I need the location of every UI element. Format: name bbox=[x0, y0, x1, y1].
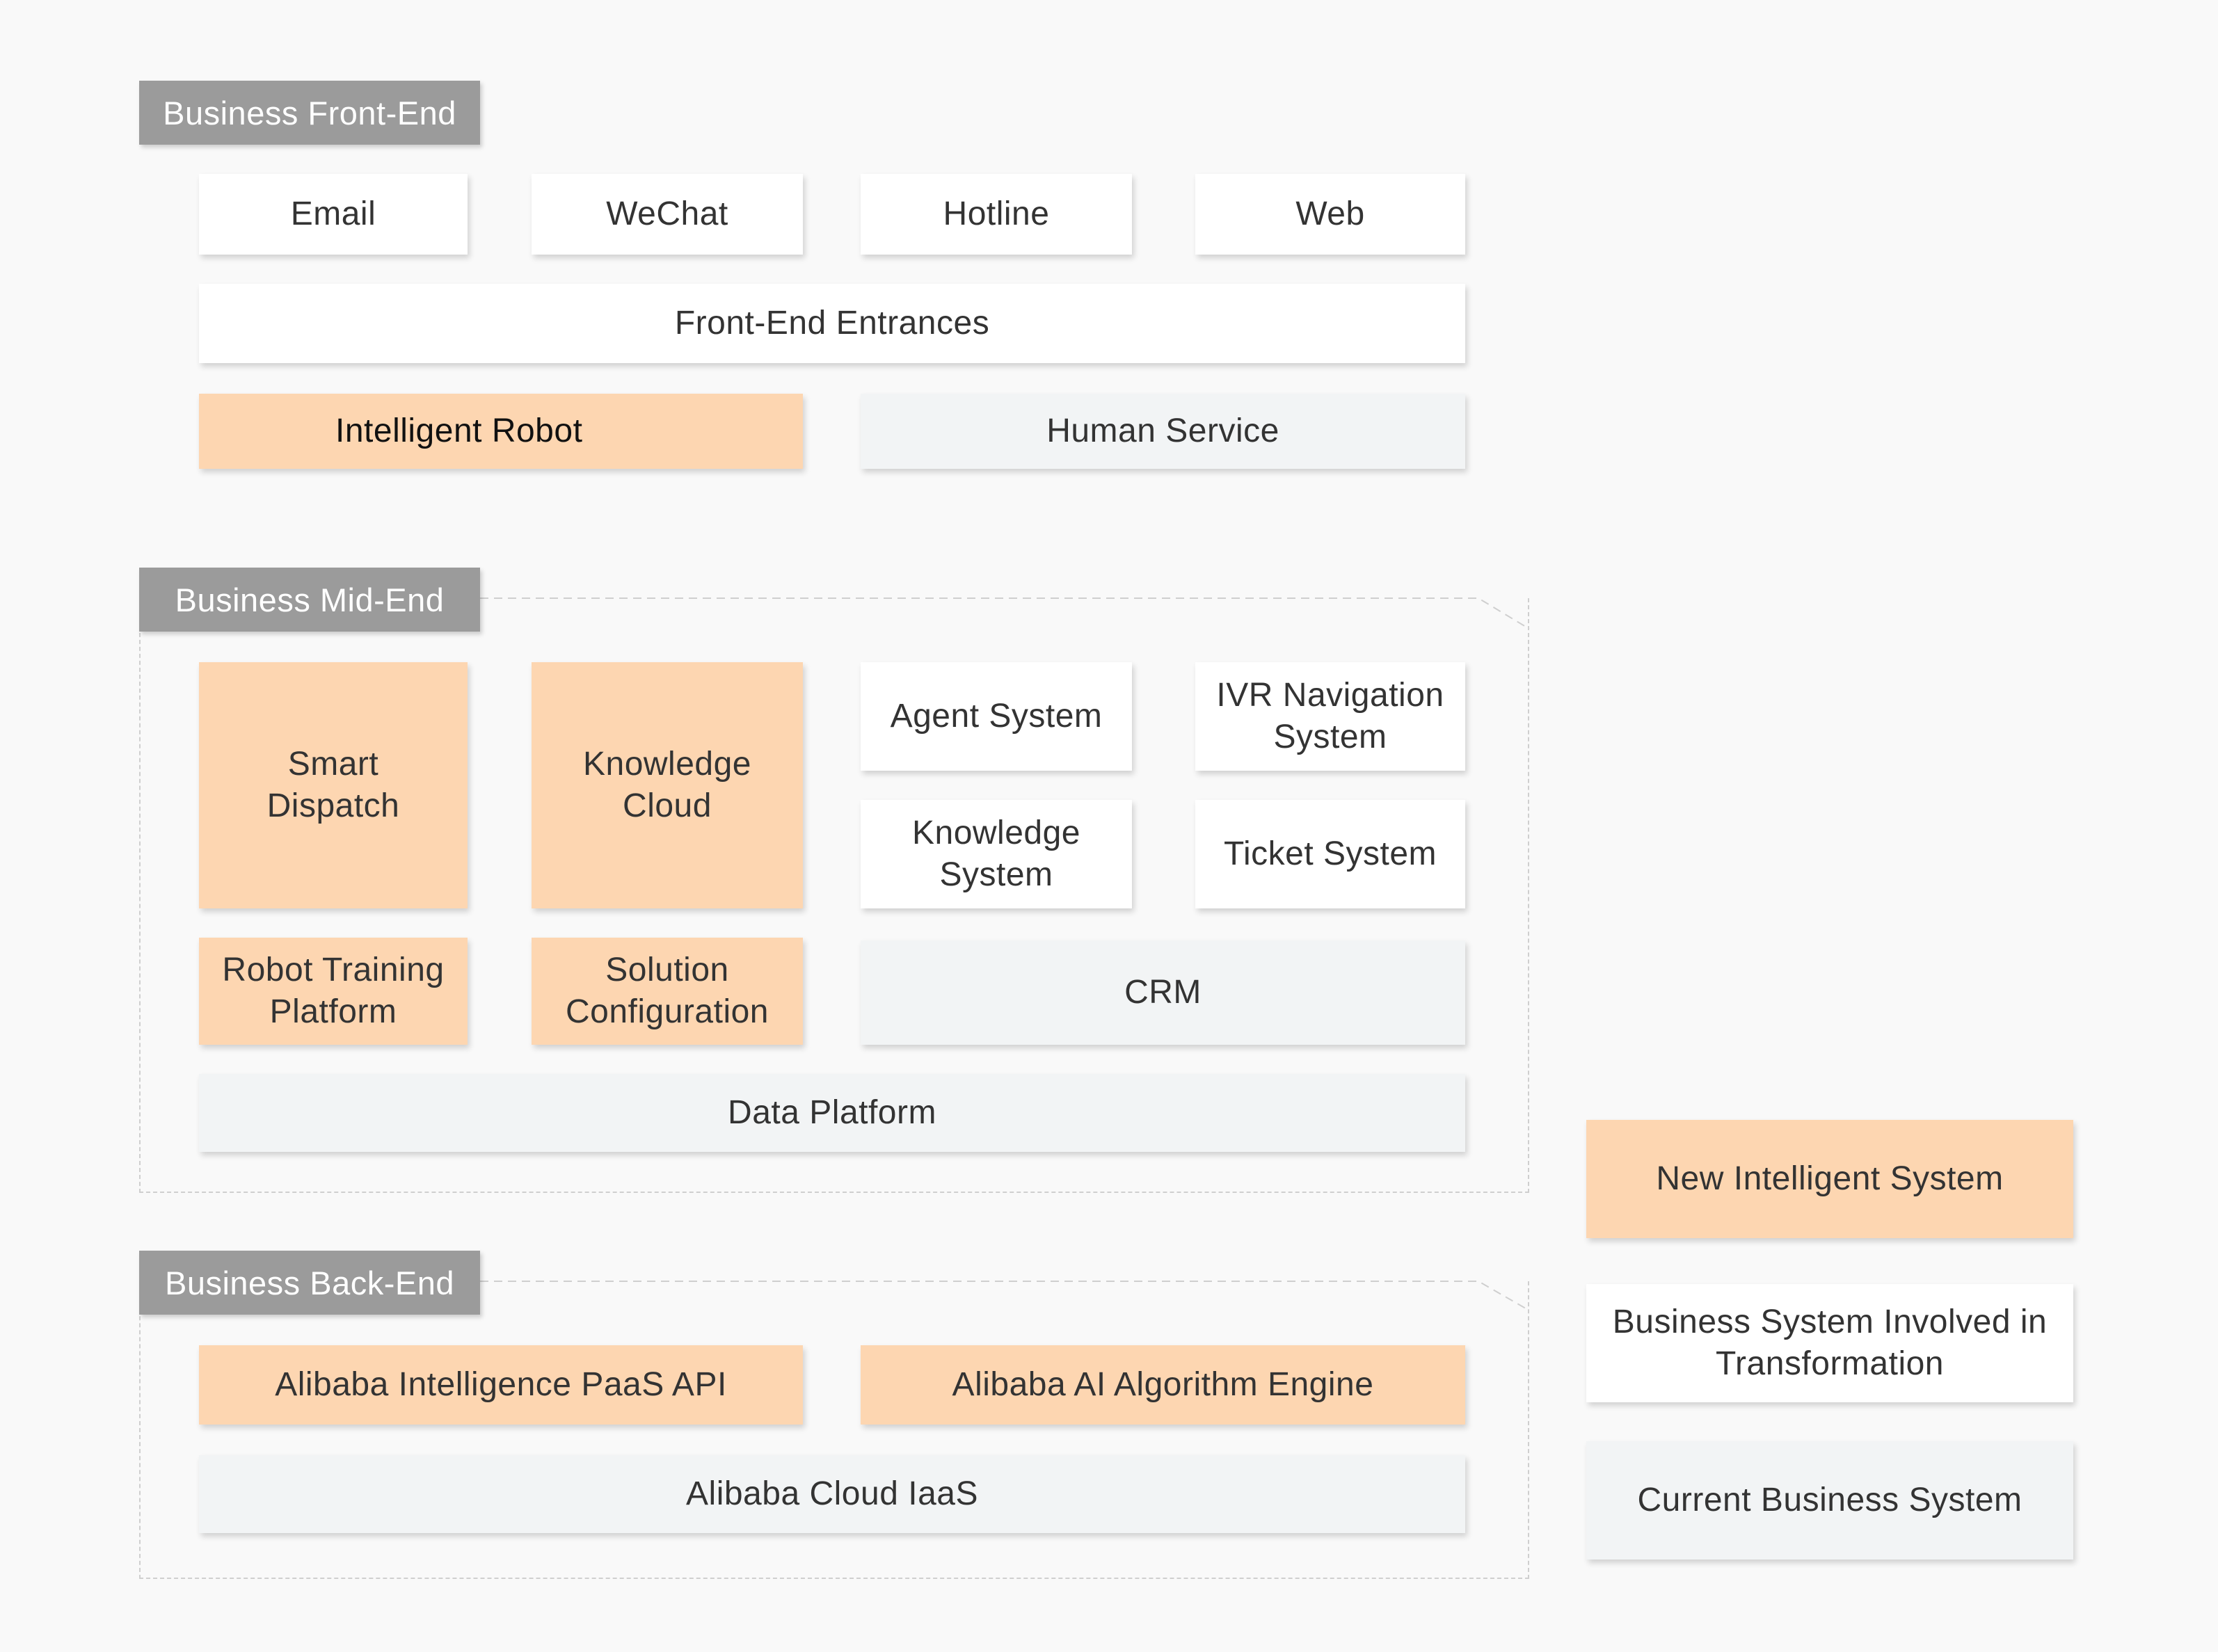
robot-training-platform: Robot Training Platform bbox=[199, 938, 468, 1045]
mid-end-frame bbox=[139, 598, 1529, 1193]
alibaba-paas-api: Alibaba Intelligence PaaS API bbox=[199, 1345, 803, 1425]
crm: CRM bbox=[861, 940, 1465, 1045]
channel-hotline: Hotline bbox=[861, 174, 1132, 255]
solution-configuration: Solution Configuration bbox=[532, 938, 803, 1045]
alibaba-cloud-iaas: Alibaba Cloud IaaS bbox=[199, 1455, 1465, 1533]
section-label-mid-end: Business Mid-End bbox=[139, 568, 480, 632]
smart-dispatch: Smart Dispatch bbox=[199, 662, 468, 908]
section-label-back-end: Business Back-End bbox=[139, 1251, 480, 1315]
intelligent-robot: Intelligent Robot bbox=[199, 394, 803, 469]
knowledge-cloud: Knowledge Cloud bbox=[532, 662, 803, 908]
ticket-system: Ticket System bbox=[1195, 800, 1465, 908]
agent-system: Agent System bbox=[861, 662, 1132, 771]
data-platform: Data Platform bbox=[199, 1074, 1465, 1152]
channel-wechat: WeChat bbox=[532, 174, 803, 255]
legend-new-intelligent-system: New Intelligent System bbox=[1586, 1120, 2073, 1238]
front-end-entrances: Front-End Entrances bbox=[199, 284, 1465, 363]
back-end-frame bbox=[139, 1281, 1529, 1579]
ivr-navigation-system: IVR Navigation System bbox=[1195, 662, 1465, 771]
knowledge-system: Knowledge System bbox=[861, 800, 1132, 908]
channel-web: Web bbox=[1195, 174, 1465, 255]
channel-email: Email bbox=[199, 174, 468, 255]
human-service: Human Service bbox=[861, 394, 1465, 469]
section-label-front-end: Business Front-End bbox=[139, 81, 480, 145]
legend-business-system-involved: Business System Involved in Transformati… bbox=[1586, 1284, 2073, 1402]
alibaba-ai-algorithm-engine: Alibaba AI Algorithm Engine bbox=[861, 1345, 1465, 1425]
legend-current-business-system: Current Business System bbox=[1586, 1441, 2073, 1559]
